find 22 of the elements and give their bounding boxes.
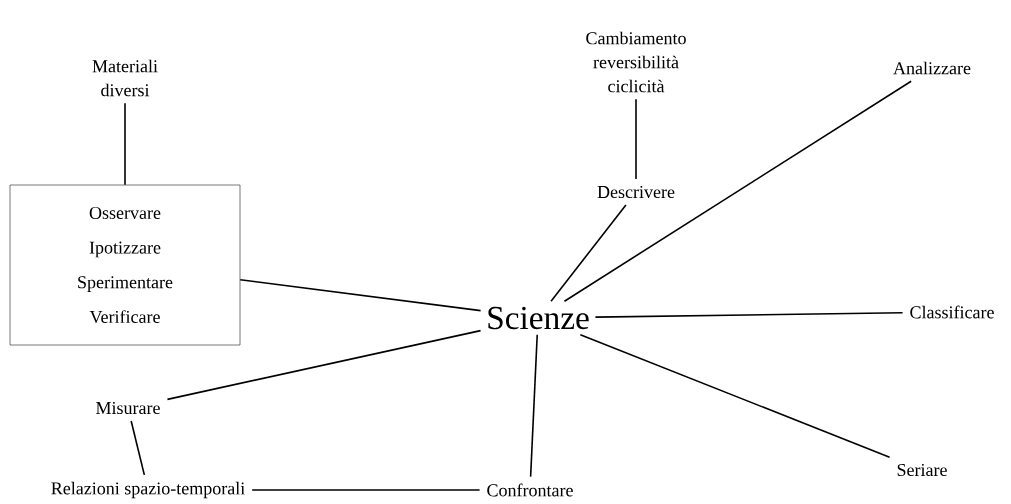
node-label: Seriare [897,463,947,477]
connector-line [529,334,538,478]
connector-line [550,204,627,302]
text-box: Osservare Ipotizzare Sperimentare Verificare [9,184,241,346]
node-label: Cambiamento reversibilità ciclicità [586,31,686,93]
connector-line [124,102,126,186]
connector-line [130,420,146,476]
node-label: Materiali diversi [92,59,158,97]
node-label: Descrivere [597,185,675,199]
node-label: Confrontare [487,483,573,497]
connector-line [563,80,912,302]
node-label: Relazioni spazio-temporali [51,481,245,499]
connector-line [635,98,637,180]
node-label: Classificare [910,305,994,319]
central-label: Scienze [488,306,589,330]
connector-line [579,334,891,458]
node-label: Misurare [96,401,160,415]
connector-line [239,278,482,312]
connector-line [166,329,482,401]
node-label: Analizzare [893,61,971,75]
connector-line [594,311,904,318]
connector-line [251,489,481,491]
